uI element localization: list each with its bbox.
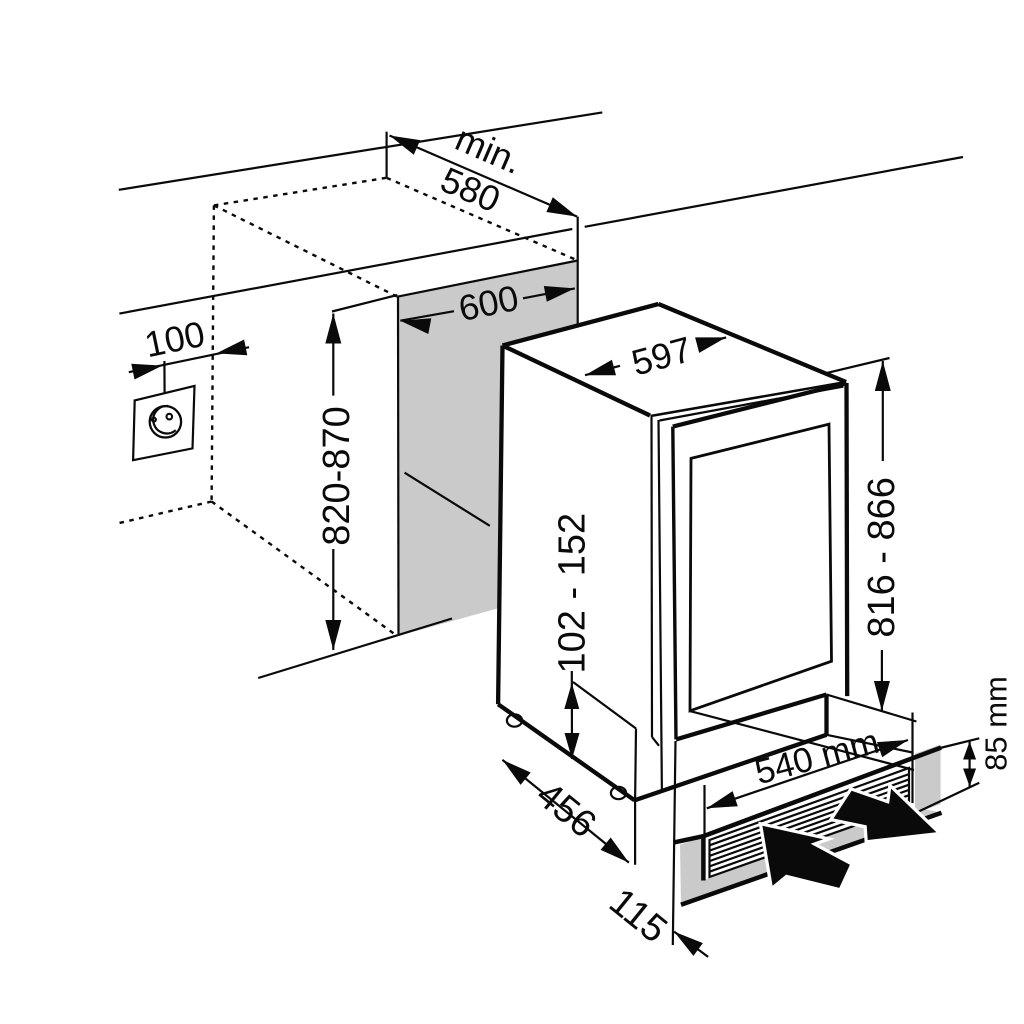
svg-text:820-870: 820-870 [316, 406, 358, 545]
svg-text:816 - 866: 816 - 866 [861, 477, 903, 638]
svg-text:102 - 152: 102 - 152 [551, 513, 593, 674]
svg-text:85 mm: 85 mm [979, 676, 1014, 771]
